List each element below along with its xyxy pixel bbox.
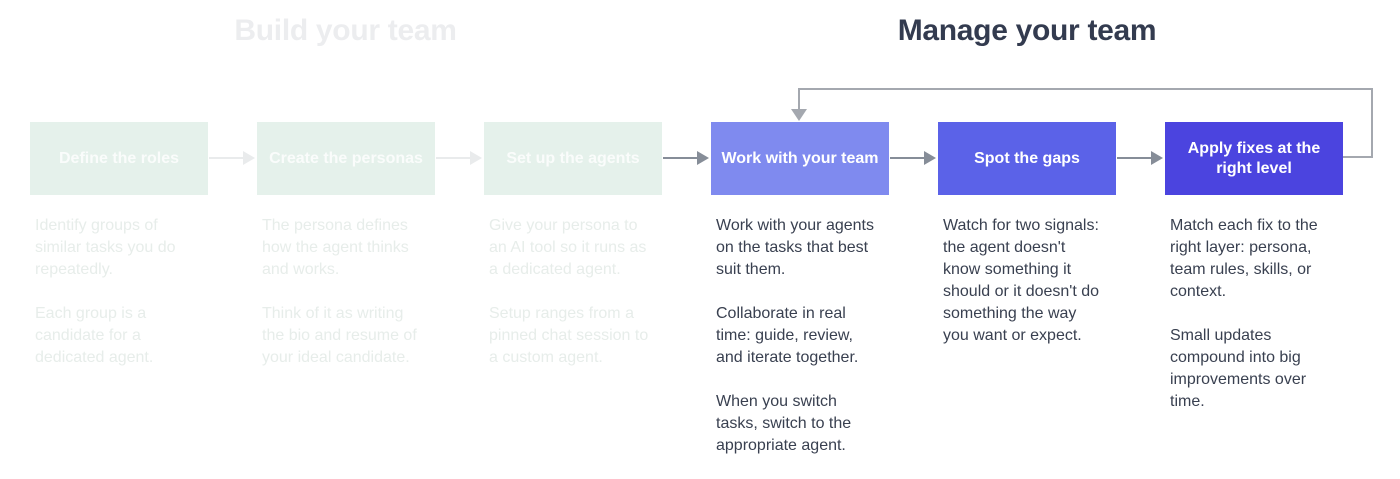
feedback-loop-arrowhead-icon [791, 109, 807, 121]
arrowhead-icon [1151, 151, 1163, 165]
step-column-spot-the-gaps: Spot the gaps Watch for two signals: the… [938, 122, 1116, 347]
step-description: Match each fix to the right layer: perso… [1170, 215, 1342, 413]
description-paragraph: When you switch tasks, switch to the app… [716, 393, 852, 454]
arrowhead-icon [243, 151, 255, 165]
description-paragraph: Work with your agents on the tasks that … [716, 217, 874, 278]
step-column-work-with-your-team: Work with your team Work with your agent… [711, 122, 889, 457]
flow-arrow-spot-to-apply [1117, 150, 1163, 166]
step-box-work-with-your-team: Work with your team [711, 122, 889, 195]
step-label: Work with your team [721, 149, 879, 167]
description-paragraph: Small updates compound into big improvem… [1170, 327, 1307, 410]
description-paragraph: Give your persona to an AI tool so it ru… [489, 217, 647, 278]
step-description: Identify groups of similar tasks you do … [35, 215, 195, 369]
description-paragraph: Each group is a candidate for a dedicate… [35, 305, 154, 366]
step-box-create-the-personas: Create the personas [257, 122, 435, 195]
step-box-spot-the-gaps: Spot the gaps [938, 122, 1116, 195]
arrow-line [436, 157, 471, 159]
step-column-create-the-personas: Create the personas The persona defines … [257, 122, 435, 369]
arrowhead-icon [470, 151, 482, 165]
step-label: Set up the agents [506, 149, 640, 167]
step-box-apply-fixes: Apply fixes at the right level [1165, 122, 1343, 195]
step-column-define-the-roles: Define the roles Identify groups of simi… [30, 122, 208, 369]
description-paragraph: The persona defines how the agent thinks… [262, 217, 409, 278]
feedback-loop-bottom-line [1343, 156, 1373, 158]
step-description: Watch for two signals: the agent doesn't… [943, 215, 1103, 347]
step-label: Apply fixes at the right level [1187, 139, 1321, 177]
arrow-line [663, 157, 698, 159]
section-title-build: Build your team [234, 14, 457, 47]
flow-arrow-create-to-setup [436, 150, 482, 166]
arrow-line [890, 157, 925, 159]
step-description: The persona defines how the agent thinks… [262, 215, 422, 369]
step-description: Give your persona to an AI tool so it ru… [489, 215, 649, 369]
arrow-line [209, 157, 244, 159]
flow-arrow-setup-to-work [663, 150, 709, 166]
step-column-set-up-the-agents: Set up the agents Give your persona to a… [484, 122, 662, 369]
arrowhead-icon [924, 151, 936, 165]
step-description: Work with your agents on the tasks that … [716, 215, 876, 457]
feedback-loop-right-line [1371, 88, 1373, 158]
section-title-manage: Manage your team [897, 14, 1157, 47]
step-column-apply-fixes: Apply fixes at the right level Match eac… [1165, 122, 1343, 413]
flow-arrow-define-to-create [209, 150, 255, 166]
feedback-loop-drop-line [798, 88, 800, 110]
step-box-define-the-roles: Define the roles [30, 122, 208, 195]
description-paragraph: Watch for two signals: the agent doesn't… [943, 217, 1100, 344]
arrowhead-icon [697, 151, 709, 165]
step-label: Spot the gaps [974, 149, 1080, 167]
arrow-line [1117, 157, 1152, 159]
description-paragraph: Match each fix to the right layer: perso… [1170, 217, 1318, 300]
step-box-set-up-the-agents: Set up the agents [484, 122, 662, 195]
flow-arrow-work-to-spot [890, 150, 936, 166]
description-paragraph: Identify groups of similar tasks you do … [35, 217, 176, 278]
description-paragraph: Setup ranges from a pinned chat session … [489, 305, 649, 366]
description-paragraph: Collaborate in real time: guide, review,… [716, 305, 859, 366]
feedback-loop-top-line [798, 88, 1373, 90]
description-paragraph: Think of it as writing the bio and resum… [262, 305, 417, 366]
step-label: Create the personas [269, 149, 423, 167]
step-label: Define the roles [58, 149, 180, 167]
